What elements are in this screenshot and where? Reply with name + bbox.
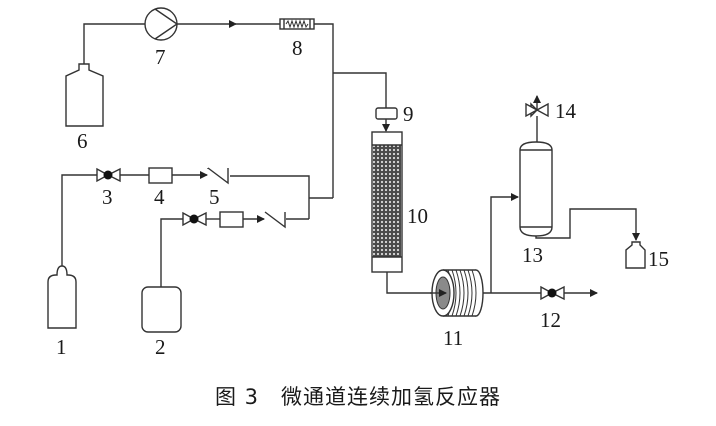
label-1: 1: [56, 335, 67, 359]
check-valve-5: 5: [207, 167, 229, 209]
gas-line-lower: [160, 197, 333, 288]
cooling-coil-11: 11: [430, 269, 484, 350]
label-10: 10: [407, 204, 428, 228]
vent-valve-14: 14: [525, 95, 577, 142]
product-collector-15: 15: [625, 241, 669, 271]
mixer-9: 9: [375, 102, 414, 126]
flow-controller-lower: [219, 211, 244, 228]
figure-caption: 图 3 微通道连续加氢反应器: [0, 381, 716, 411]
label-13: 13: [522, 243, 543, 267]
label-5: 5: [209, 185, 220, 209]
label-6: 6: [77, 129, 88, 153]
label-4: 4: [154, 185, 165, 209]
back-pressure-valve-12: 12: [540, 285, 565, 332]
coil-outlet-lines: [483, 193, 598, 297]
label-8: 8: [292, 36, 303, 60]
preheater-8: 8: [279, 18, 315, 60]
label-11: 11: [443, 326, 463, 350]
gas-tank-2: 2: [141, 286, 182, 359]
gas-cylinder-1: 1: [47, 265, 77, 359]
packed-bed-reactor-10: 10: [371, 131, 428, 273]
gas-liquid-separator-13: 13: [519, 141, 553, 267]
pump-7: 7: [144, 7, 179, 69]
gas-line-upper: [61, 171, 310, 268]
label-12: 12: [540, 308, 561, 332]
label-7: 7: [155, 45, 166, 69]
shutoff-valve-lower: [182, 211, 207, 227]
separator-liquid-outlet: [535, 208, 640, 241]
label-9: 9: [403, 102, 414, 126]
caption-title: 微通道连续加氢反应器: [281, 385, 502, 409]
label-15: 15: [648, 247, 669, 271]
check-valve-lower: [264, 211, 286, 229]
shutoff-valve-3: 3: [96, 167, 121, 209]
flow-controller-4: 4: [148, 167, 173, 209]
liquid-feed-line: [83, 20, 334, 198]
label-14: 14: [555, 99, 577, 123]
caption-number: 图 3: [214, 385, 260, 409]
reactor-outlet-line: [386, 272, 437, 294]
main-feed-line: [333, 72, 390, 132]
liquid-reservoir-6: 6: [65, 63, 104, 153]
label-2: 2: [155, 335, 166, 359]
label-3: 3: [102, 185, 113, 209]
